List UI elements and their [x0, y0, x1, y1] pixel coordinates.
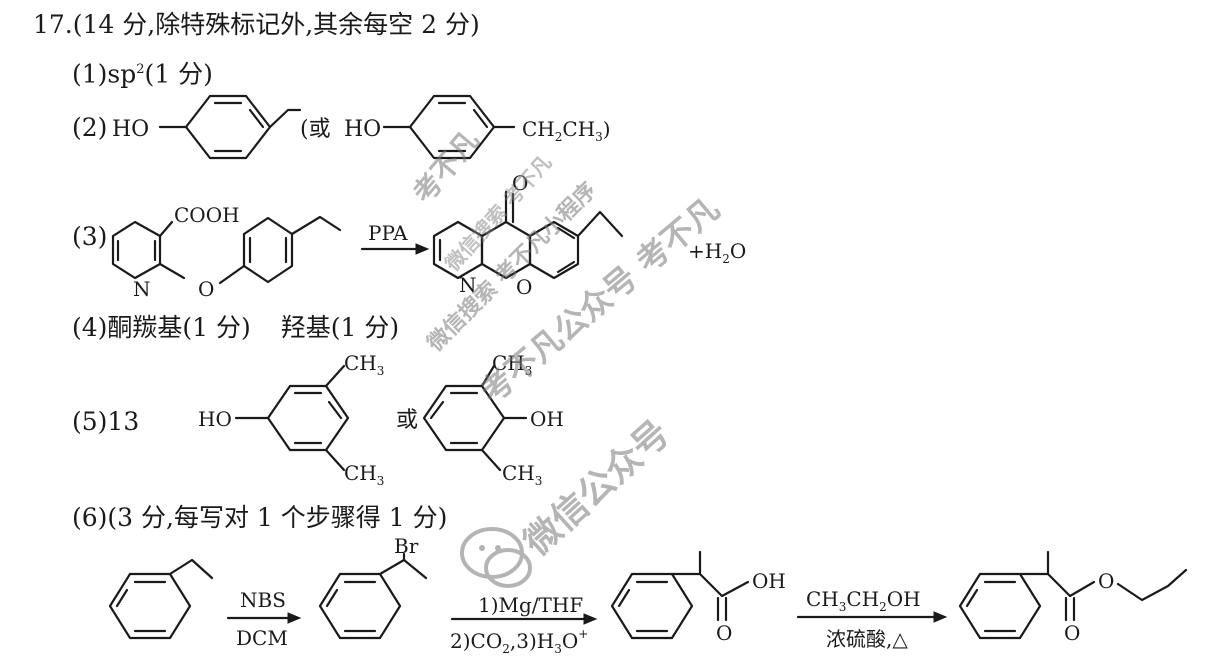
ch3-5d: CH3: [502, 461, 542, 488]
br-label: Br: [394, 534, 419, 558]
o-keto-label: O: [512, 171, 528, 195]
score-note: (14 分,除特殊标记外,其余每空 2 分): [72, 10, 480, 39]
structure-2a: HO: [112, 94, 302, 160]
route-compound-4: O O: [958, 550, 1188, 645]
h2so4-label: 浓硫酸,△: [826, 627, 908, 651]
ch3-5a: CH3: [344, 351, 384, 378]
answer-2-label: (2): [72, 113, 108, 142]
or-open: (或: [300, 117, 331, 142]
pyridine-ring: [111, 220, 162, 280]
oh-5: OH: [530, 407, 564, 431]
o-ester-label: O: [1098, 569, 1114, 593]
ppa-label: PPA: [368, 221, 408, 245]
phenyl-ring: [242, 216, 294, 284]
n-label: N: [133, 277, 151, 301]
wechat-icon: [460, 527, 532, 588]
co2-h3o-label: 2)CO2,3)H3O+: [450, 627, 588, 656]
ch3-5c: CH3: [492, 351, 532, 378]
answer-1: (1)sp2(1 分): [72, 59, 213, 89]
benzene-ring: [184, 94, 272, 160]
nbs-label: NBS: [240, 588, 286, 612]
o-acid-label: O: [716, 621, 732, 645]
structure-5b: CH3 OH CH3: [422, 351, 564, 488]
ho-5: HO: [198, 407, 232, 431]
plus-h2o: +H2O: [688, 239, 746, 266]
answer-6-label: (6)(3 分,每写对 1 个步骤得 1 分): [72, 503, 448, 532]
question-number: 17.(14 分,除特殊标记外,其余每空 2 分): [33, 10, 480, 39]
structure-5a: HO CH3 CH3: [198, 351, 384, 488]
reactant-3: N COOH O: [111, 203, 342, 301]
answer-5-label: (5)13: [72, 407, 140, 436]
answer-4: (4)酮羰基(1 分)羟基(1 分): [72, 313, 400, 342]
n2-label: N: [459, 273, 477, 297]
dcm-label: DCM: [236, 626, 288, 650]
product-3: N O O +H2O: [432, 171, 746, 299]
route-compound-1: [108, 558, 214, 640]
structure-2b: HO CH2CH3): [344, 94, 611, 160]
o-carbonyl-label: O: [1064, 621, 1080, 645]
route-compound-2: Br: [318, 534, 428, 640]
ch3-5b: CH3: [344, 461, 384, 488]
ho-label: HO: [112, 117, 149, 142]
route-compound-3: O OH: [610, 550, 786, 645]
o-link-label: O: [198, 277, 214, 301]
cooh-label: COOH: [174, 203, 240, 227]
ho-label-2: HO: [344, 117, 381, 142]
ch2ch3-label: CH2CH3): [522, 117, 611, 144]
ethanol-label: CH3CH2OH: [806, 587, 921, 614]
oh-acid-label: OH: [752, 569, 786, 593]
answer-3-label: (3): [72, 222, 108, 251]
or-5: 或: [396, 408, 418, 433]
mg-thf-label: 1)Mg/THF: [478, 593, 583, 617]
o-ring-label: O: [516, 275, 532, 299]
